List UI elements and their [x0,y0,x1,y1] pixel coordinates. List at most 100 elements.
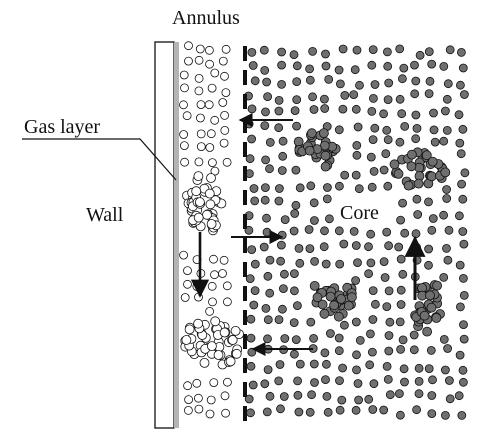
core-particle [320,348,330,358]
core-particle [367,60,377,70]
core-particle [383,181,393,191]
core-particle [324,214,334,224]
annulus-particle [205,59,215,69]
core-particle [384,331,394,340]
core-particle [351,241,361,250]
gas-layer-label: Gas layer [24,116,100,138]
core-particle [325,329,335,338]
core-particle [321,359,331,369]
annulus-particle [179,130,189,139]
core-particle [439,272,449,282]
core-particle [444,225,454,235]
annulus-particle [222,281,232,291]
core-particle [355,80,364,90]
wall-cluster-particle [206,173,216,183]
annulus-particle [182,111,192,121]
core-particle [321,375,330,385]
core-particle [459,290,469,300]
core-particle [319,94,329,104]
core-particle [305,64,315,74]
core-cluster-particle [427,156,438,167]
core-cluster-particle [304,145,315,156]
core-particle [367,347,377,357]
core-particle [274,376,284,386]
core-particle [442,125,452,135]
core-particle [290,106,300,115]
core-cluster-particle [419,310,430,321]
core-particle [353,122,363,132]
core-particle [383,61,393,71]
core-cluster-particle [389,159,400,170]
annulus-particle [179,141,189,151]
core-particle [246,408,255,418]
annulus-particle [180,293,190,302]
core-particle [289,269,299,279]
core-cluster-particle [318,128,329,139]
core-particle [260,195,270,205]
core-particle [414,376,424,386]
core-particle [439,210,449,220]
core-particle [442,243,451,253]
core-particle [427,391,437,400]
core-particle [368,286,378,296]
annulus-particle [183,266,192,276]
core-particle [260,379,270,389]
core-particle [458,365,468,375]
wall-cluster-particle [225,356,236,367]
core-cluster-particle [293,136,304,147]
core-particle [292,95,302,104]
core-particle [424,364,434,374]
core-particle [365,329,375,339]
core-particle [383,374,393,384]
core-particle [368,135,378,145]
core-particle [306,317,316,327]
core-particle [246,314,256,324]
core-particle [276,404,285,414]
annulus-particle [194,157,204,167]
annulus-particle [220,125,230,135]
core-cluster-particle [333,311,344,322]
annulus-particle [222,297,232,307]
annulus-particle [194,86,204,96]
core-particle [277,47,287,57]
core-cluster-particle [312,292,323,303]
core-particle [457,179,467,189]
wall-cluster-particle [231,348,242,359]
core-particle [458,63,468,73]
core-particle [309,359,319,369]
core-particle [334,333,344,343]
core-particle [459,90,469,99]
wall-cluster-particle [199,357,210,368]
core-particle [292,121,302,131]
annulus-particle [196,142,206,152]
annulus-particle [196,129,206,139]
core-particle [352,140,362,150]
wall-gas-strip [174,42,179,428]
core-cluster-particle [406,149,417,160]
annulus-particle [184,56,193,66]
core-particle [367,107,377,116]
core-particle [321,259,331,269]
core-particle [367,182,377,192]
core-particle [398,269,408,279]
annulus-particle [180,157,190,167]
core-particle [289,50,299,60]
core-particle [384,241,394,251]
core-particle [442,185,452,194]
core-cluster-particle [431,313,442,323]
core-particle [322,183,332,192]
core-particle [353,379,363,388]
core-particle [250,259,260,269]
core-particle [265,137,275,147]
annulus-particle [222,377,232,387]
core-particle [370,80,380,89]
core-particle [394,242,404,252]
core-particle [379,109,389,119]
core-particle [454,110,464,120]
core-particle [248,61,258,70]
core-particle [396,300,406,309]
core-particle [340,170,350,180]
core-cluster-particle [422,326,433,337]
core-particle [249,300,259,310]
core-particle [292,77,302,86]
